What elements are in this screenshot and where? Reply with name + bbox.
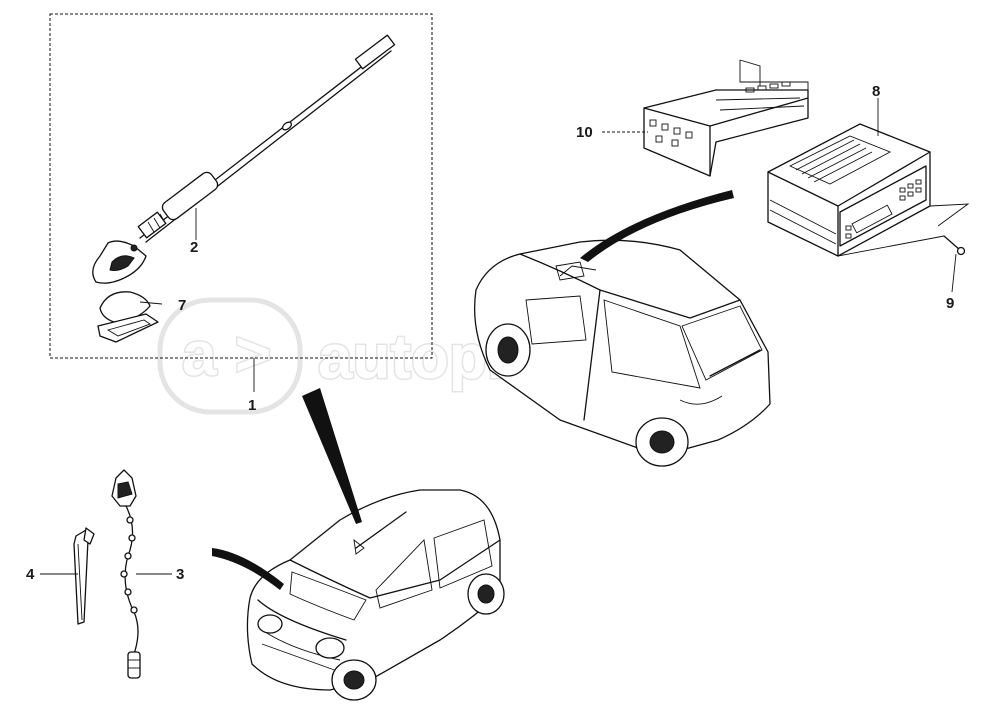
callout-1: 1 [248,397,256,414]
callout-3: 3 [176,566,184,583]
antenna-cable [111,469,141,679]
antenna-base [92,240,159,343]
callout-10: 10 [576,124,593,141]
watermark-logo-arrow: > [235,320,271,389]
callout-2: 2 [190,239,198,256]
roof-antenna-mast [137,34,396,243]
watermark-logo-frame [157,297,303,415]
pointer-arrow-cable-to-car [212,548,284,590]
radio-head-unit [767,123,931,257]
callout-8: 8 [872,83,880,100]
callout-7: 7 [178,297,186,314]
mounting-screw [943,235,966,256]
antenna-strip [73,527,95,625]
pointer-arrow-radio-to-car [580,190,734,262]
car-front-view [246,489,505,701]
car-rear-view [473,239,771,467]
antenna-kit-frame [49,13,433,359]
callout-9: 9 [946,295,954,312]
pointer-arrow-kit-to-car [302,388,362,524]
callout-4: 4 [26,566,35,583]
leader-lines [40,98,957,575]
mounting-cage [643,59,809,177]
watermark-logo-glyph: a [182,320,217,389]
